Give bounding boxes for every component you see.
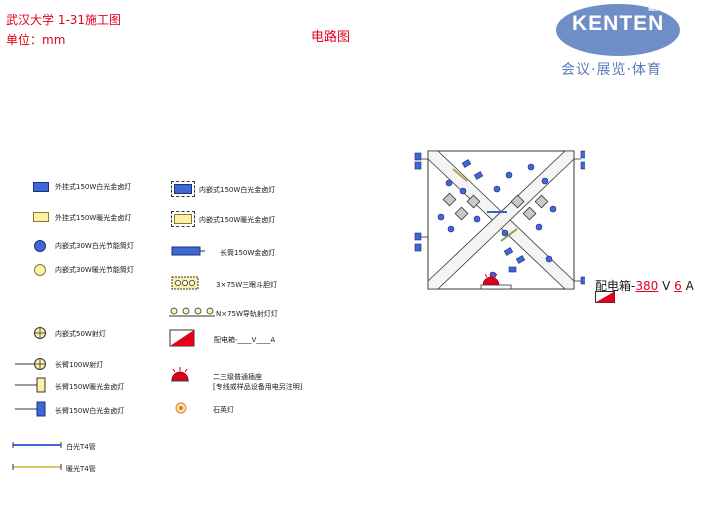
booth-floor-plan xyxy=(414,150,585,290)
legend-label: N×75W导轨射灯灯 xyxy=(216,310,278,318)
project-title: 武汉大学 1-31施工图 xyxy=(6,13,122,27)
triple-grille-lamp-symbol xyxy=(171,276,199,290)
legend-label: 长臂100W射灯 xyxy=(55,361,104,369)
wall-warm-halide-symbol xyxy=(33,212,49,222)
recessed-white-halide-symbol xyxy=(171,181,195,197)
legend-label: 石英灯 xyxy=(213,406,234,414)
long-arm-warm-halide-symbol xyxy=(15,377,46,393)
logo-chinese-mark: 建廷 xyxy=(648,3,664,12)
legend-label: 长筒150W金卤灯 xyxy=(220,249,276,257)
long-arm-spotlight-symbol xyxy=(15,358,46,370)
panel-prefix: 配电箱- xyxy=(595,279,636,293)
legend-label: 长臂150W暖光金卤灯 xyxy=(55,383,125,391)
drawing-title: 电路图 xyxy=(311,30,351,45)
recessed-warm-halide-symbol xyxy=(171,211,195,227)
legend-label: 配电箱-____V____A xyxy=(214,336,276,344)
white-t4-tube-symbol xyxy=(12,442,62,448)
legend-label: 二三级普通插座 xyxy=(213,373,262,381)
legend-label: 外挂式150W暖光金卤灯 xyxy=(55,214,132,222)
legend-label: 内嵌式150W白光金卤灯 xyxy=(199,186,276,194)
legend-label: 长臂150W白光金卤灯 xyxy=(55,407,125,415)
long-arm-white-halide-symbol xyxy=(15,401,46,417)
warm-t4-tube-symbol xyxy=(12,464,62,470)
distribution-box-symbol xyxy=(169,329,195,347)
panel-voltage: 380 xyxy=(635,279,659,293)
legend-label: 内嵌式30W白光节能筒灯 xyxy=(55,242,134,250)
legend-label: 外挂式150W白光金卤灯 xyxy=(55,183,132,191)
logo-tagline: 会议·展览·体育 xyxy=(561,62,662,78)
kenten-logo: KENTEN 建廷 xyxy=(556,2,707,60)
logo-ellipse xyxy=(556,4,680,56)
quartz-lamp-symbol xyxy=(175,402,187,414)
legend-label: 暖光T4管 xyxy=(66,465,96,473)
recessed-white-downlight-symbol xyxy=(34,240,46,252)
track-spotlight-symbol xyxy=(169,307,215,317)
panel-rating-label: 配电箱-380 V 6 A xyxy=(595,277,694,294)
long-tube-halide-symbol xyxy=(171,246,205,256)
legend-note: [专线或样品设备用电另注明] xyxy=(213,383,303,391)
legend-label: 内嵌式150W暖光金卤灯 xyxy=(199,216,276,224)
legend-label: 内嵌式30W暖光节能筒灯 xyxy=(55,266,134,274)
legend-label: 白光T4管 xyxy=(66,443,96,451)
panel-v-unit: V xyxy=(662,279,671,293)
unit-label: 单位：mm xyxy=(6,33,66,47)
panel-amps: 6 xyxy=(674,279,682,293)
legend-label: 3×75W三眼斗胆灯 xyxy=(216,281,278,289)
recessed-warm-downlight-symbol xyxy=(34,264,46,276)
socket-symbol xyxy=(171,367,189,382)
panel-box-icon xyxy=(595,291,615,303)
recessed-spotlight-symbol xyxy=(34,327,46,339)
logo-brand: KENTEN xyxy=(572,12,665,35)
legend-label: 内嵌式50W射灯 xyxy=(55,330,106,338)
wall-white-halide-symbol xyxy=(33,182,49,192)
panel-a-unit: A xyxy=(685,279,694,293)
